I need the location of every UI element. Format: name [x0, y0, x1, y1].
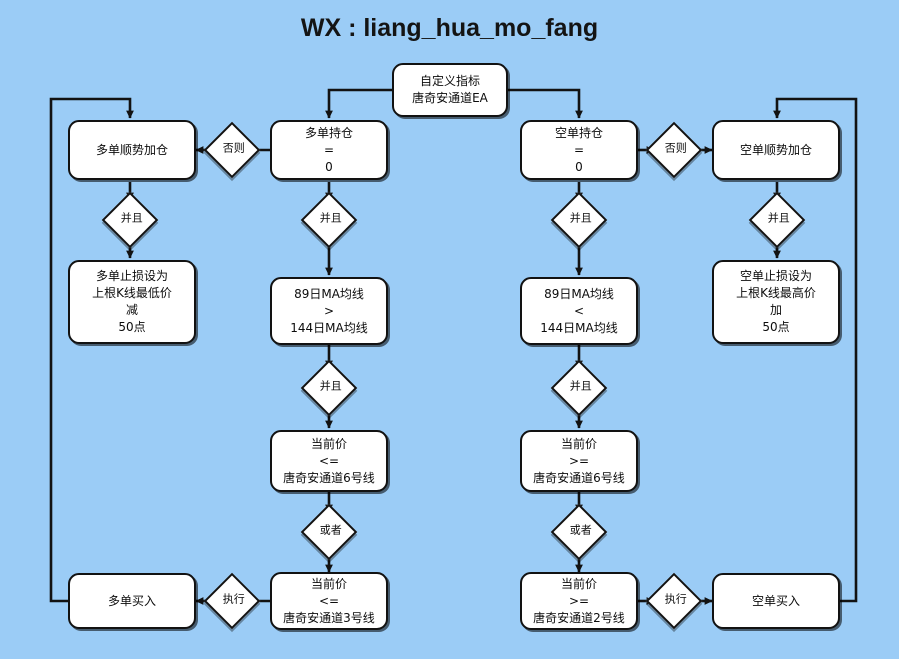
connector-and-col2-1-label: 并且	[319, 211, 342, 225]
node-short-buy[interactable]: 空单买入	[712, 573, 840, 629]
node-price-le-channel3[interactable]: 当前价 <= 唐奇安通道3号线	[270, 572, 388, 630]
node-short-hold-zero[interactable]: 空单持仓 = 0	[520, 120, 638, 180]
node-price-ge-channel6[interactable]: 当前价 >= 唐奇安通道6号线	[520, 430, 638, 492]
connector-or-col3-label: 或者	[569, 523, 592, 537]
connector-otherwise-left-label: 否则	[222, 141, 245, 155]
node-short-add-position[interactable]: 空单顺势加仓	[712, 120, 840, 180]
node-long-stop-loss[interactable]: 多单止损设为 上根K线最低价 减 50点	[68, 260, 196, 344]
node-root-indicator[interactable]: 自定义指标 唐奇安通道EA	[392, 63, 508, 117]
connector-execute-left-label: 执行	[222, 592, 245, 606]
node-long-add-position[interactable]: 多单顺势加仓	[68, 120, 196, 180]
node-short-stop-loss[interactable]: 空单止损设为 上根K线最高价 加 50点	[712, 260, 840, 344]
connector-and-col3-1-label: 并且	[569, 211, 592, 225]
connector-and-col2-2-label: 并且	[319, 379, 342, 393]
node-long-hold-zero[interactable]: 多单持仓 = 0	[270, 120, 388, 180]
connector-execute-right-label: 执行	[664, 592, 687, 606]
node-price-ge-channel2[interactable]: 当前价 >= 唐奇安通道2号线	[520, 572, 638, 630]
connector-and-left-1-label: 并且	[120, 211, 143, 225]
connector-or-col2-label: 或者	[319, 523, 342, 537]
node-ma-long[interactable]: 89日MA均线 > 144日MA均线	[270, 277, 388, 345]
page-title: WX : liang_hua_mo_fang	[300, 14, 599, 42]
connector-and-col3-2-label: 并且	[569, 379, 592, 393]
connector-otherwise-right-label: 否则	[664, 141, 687, 155]
node-ma-short[interactable]: 89日MA均线 < 144日MA均线	[520, 277, 638, 345]
node-price-le-channel6[interactable]: 当前价 <= 唐奇安通道6号线	[270, 430, 388, 492]
connector-and-right-1-label: 并且	[767, 211, 790, 225]
node-long-buy[interactable]: 多单买入	[68, 573, 196, 629]
